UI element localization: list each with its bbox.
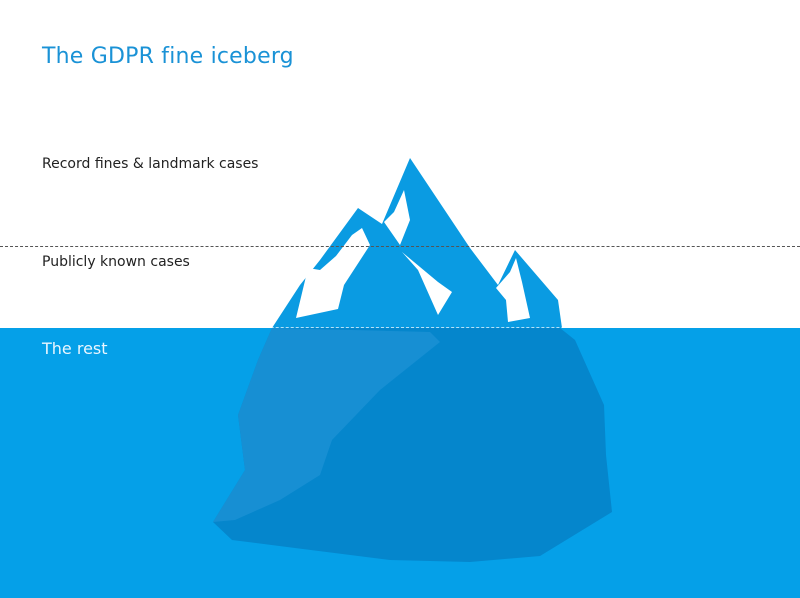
zone-label-record: Record fines & landmark cases (42, 156, 259, 172)
iceberg-peaks (272, 158, 562, 328)
page-title: The GDPR fine iceberg (42, 44, 294, 69)
snow-patch-peak (384, 190, 410, 245)
zone-label-rest: The rest (42, 339, 108, 358)
iceberg-underwater (213, 328, 612, 562)
snow-patch-right (496, 258, 530, 322)
iceberg-peak-shape (272, 158, 562, 328)
snow-patch-left (296, 228, 370, 318)
snow-patch-center (402, 252, 452, 315)
iceberg-facet-shape (213, 328, 440, 522)
divider-line-waterline (0, 327, 800, 328)
divider-line-top (0, 246, 800, 247)
zone-label-public: Publicly known cases (42, 254, 190, 270)
